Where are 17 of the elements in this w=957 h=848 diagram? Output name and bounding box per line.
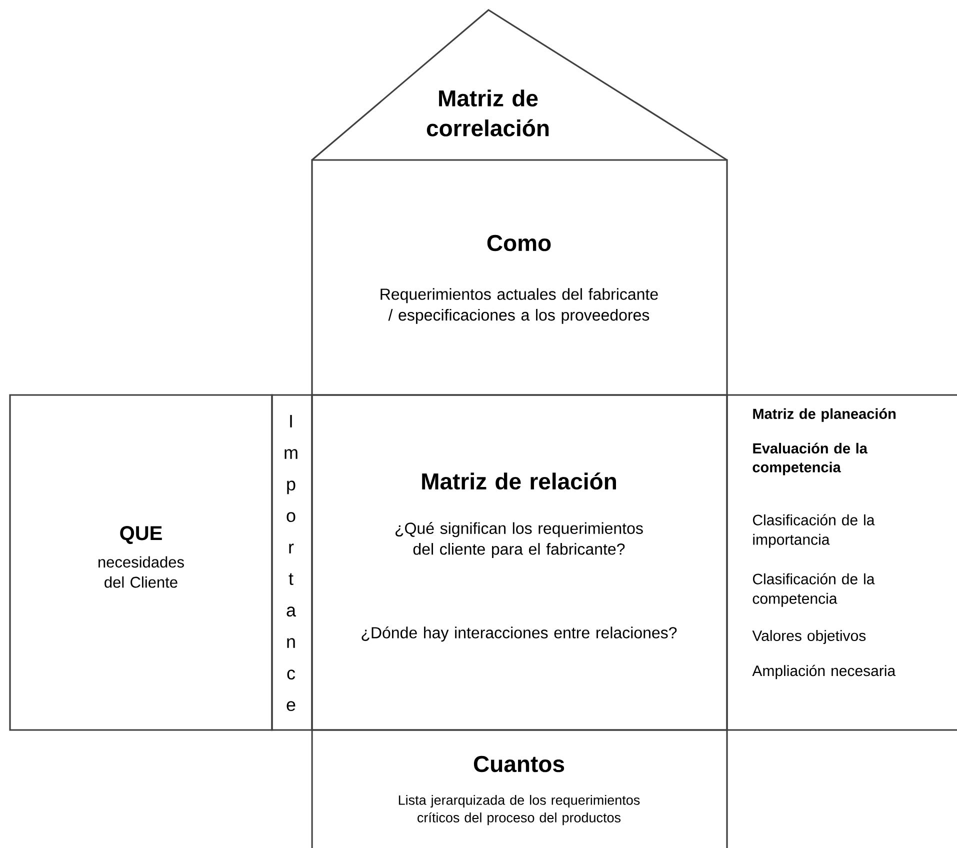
panel-item: Ampliación necesaria	[752, 664, 896, 680]
panel-item: Valores objetivos	[752, 630, 866, 644]
roof-title: Matriz de correlación	[426, 90, 549, 136]
panel-heading: Evaluación de la competencia	[752, 442, 868, 476]
section-heading: QUE	[120, 526, 162, 544]
panel-item: Clasificación de la competencia	[752, 573, 875, 607]
section-text: Lista jerarquizada de los requerimientos críticos del proceso del productos	[398, 794, 640, 826]
section-heading: Cuantos	[474, 756, 564, 772]
section-text: Requerimientos actuales del fabricante / especificaciones a los proveedores	[380, 288, 658, 324]
section-text: ¿Qué significan los requerimientos del cliente para el fabricante?	[396, 522, 643, 558]
panel-heading: Matriz de planeación	[753, 408, 896, 422]
panel-item: Clasificación de la importancia	[752, 514, 875, 548]
section-text: necesidades del Cliente	[98, 556, 184, 588]
section-heading: Matriz de relación	[422, 472, 616, 490]
section-text: ¿Dónde hay interacciones entre relaciones?	[362, 626, 677, 642]
vertical-label: Importance	[284, 414, 298, 712]
section-heading: Como	[487, 234, 551, 252]
